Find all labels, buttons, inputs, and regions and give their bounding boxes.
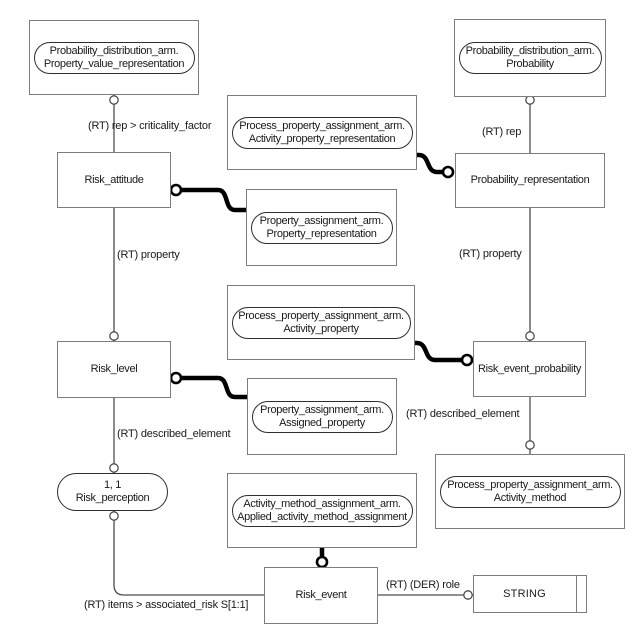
simple-type-string: STRING <box>473 575 587 613</box>
open-circle-above-risk-event-probability <box>525 331 535 341</box>
label-rt-items-associated-risk: (RT) items > associated_risk S[1:1] <box>84 599 249 611</box>
pageref-property-representation: Property_assignment_arm. Property_repres… <box>246 189 397 266</box>
entity-risk-event-probability: Risk_event_probability <box>473 341 586 397</box>
pageref-activity-property: Process_property_assignment_arm. Activit… <box>227 285 415 360</box>
open-circle-above-activity-method <box>525 440 535 450</box>
pageref-assigned-property-oval: Property_assignment_arm. Assigned_proper… <box>251 400 393 433</box>
pageref-schema-name: Property_assignment_arm. <box>260 403 384 416</box>
entity-probability-representation: Probability_representation <box>455 153 605 208</box>
label-rt-property-left: (RT) property <box>117 249 180 261</box>
pageref-schema-name: Process_property_assignment_arm. <box>447 478 613 491</box>
open-circle-below-property-value-representation <box>109 95 119 105</box>
rel-line-items-associated-risk <box>113 511 264 596</box>
open-circle-at-string <box>463 590 473 600</box>
label-rt-described-element-left: (RT) described_element <box>117 428 231 440</box>
pageref-property-representation-oval: Property_assignment_arm. Property_repres… <box>250 211 393 244</box>
entity-risk-event-probability-label: Risk_event_probability <box>478 362 581 375</box>
pageref-schema-name: Process_property_assignment_arm. <box>238 309 404 322</box>
pageref-schema-name: Probability_distribution_arm. <box>49 44 179 57</box>
open-circle-above-risk-level <box>109 331 119 341</box>
pageref-schema-name: Property_assignment_arm. <box>259 214 384 227</box>
pageref-activity-property-representation: Process_property_assignment_arm. Activit… <box>227 95 417 170</box>
supertype-risk-perception-label: Risk_perception <box>75 492 150 504</box>
supertype-cardinality: 1, 1 <box>104 479 121 491</box>
pageref-entity-name: Activity_method <box>493 491 567 504</box>
bold-circle-at-risk-level <box>169 371 183 385</box>
entity-risk-attitude-label: Risk_attitude <box>84 173 144 186</box>
pageref-entity-name: Assigned_property <box>279 416 365 429</box>
bold-circle-at-risk-attitude <box>169 183 183 197</box>
entity-probability-representation-label: Probability_representation <box>470 174 590 186</box>
bold-line-property-representation-to-risk-attitude <box>181 187 246 213</box>
open-circle-above-risk-perception <box>109 463 119 473</box>
pageref-applied-activity-method-assignment: Activity_method_assignment_arm. Applied_… <box>227 473 417 548</box>
pageref-schema-name: Probability_distribution_arm. <box>465 45 595 57</box>
pageref-entity-name: Probability <box>506 58 554 70</box>
bold-circle-at-probability-representation <box>441 165 455 179</box>
label-rt-der-role: (RT) (DER) role <box>386 579 460 591</box>
pageref-assigned-property: Property_assignment_arm. Assigned_proper… <box>247 378 397 455</box>
entity-risk-event: Risk_event <box>264 567 378 624</box>
pageref-entity-name: Applied_activity_method_assignment <box>237 510 407 523</box>
pageref-activity-method: Process_property_assignment_arm. Activit… <box>435 454 625 529</box>
pageref-activity-method-oval: Process_property_assignment_arm. Activit… <box>439 475 621 508</box>
pageref-property-value-representation-oval: Probability_distribution_arm. Property_v… <box>33 41 195 74</box>
entity-risk-level-label: Risk_level <box>90 363 138 375</box>
supertype-risk-perception: 1, 1 Risk_perception <box>57 473 168 511</box>
pageref-entity-name: Activity_property_representation <box>248 132 396 145</box>
pageref-entity-name: Property_representation <box>266 227 377 240</box>
pageref-applied-activity-method-assignment-oval: Activity_method_assignment_arm. Applied_… <box>231 494 413 527</box>
simple-type-double-bar <box>576 576 577 612</box>
entity-risk-attitude: Risk_attitude <box>57 152 171 208</box>
bold-line-activity-property-representation-to-probability-representation <box>417 152 442 175</box>
entity-risk-level: Risk_level <box>57 341 171 398</box>
label-rt-property-right: (RT) property <box>459 248 522 260</box>
bold-circle-at-risk-event-probability <box>460 353 474 367</box>
pageref-property-value-representation: Probability_distribution_arm. Property_v… <box>29 20 199 95</box>
open-circle-below-probability <box>525 95 535 105</box>
pageref-entity-name: Activity_property <box>283 322 359 335</box>
pageref-activity-property-oval: Process_property_assignment_arm. Activit… <box>231 306 411 339</box>
bold-line-activity-property-to-risk-event-probability <box>415 340 461 363</box>
pageref-schema-name: Process_property_assignment_arm. <box>239 119 405 132</box>
label-rt-rep: (RT) rep <box>482 126 522 138</box>
pageref-probability-oval: Probability_distribution_arm. Probabilit… <box>458 42 602 74</box>
label-rt-described-element-right: (RT) described_element <box>406 408 520 420</box>
pageref-activity-property-representation-oval: Process_property_assignment_arm. Activit… <box>231 116 413 149</box>
pageref-schema-name: Activity_method_assignment_arm. <box>243 497 401 510</box>
label-rep-criticality-factor: (RT) rep > criticality_factor <box>88 120 212 132</box>
open-circle-below-risk-perception <box>109 511 119 521</box>
bold-circle-at-risk-event <box>315 555 329 569</box>
pageref-probability: Probability_distribution_arm. Probabilit… <box>454 19 606 97</box>
entity-risk-event-label: Risk_event <box>295 589 347 601</box>
simple-type-string-label: STRING <box>503 588 546 600</box>
pageref-entity-name: Property_value_representation <box>43 57 185 70</box>
bold-line-assigned-property-to-risk-level <box>181 375 247 400</box>
